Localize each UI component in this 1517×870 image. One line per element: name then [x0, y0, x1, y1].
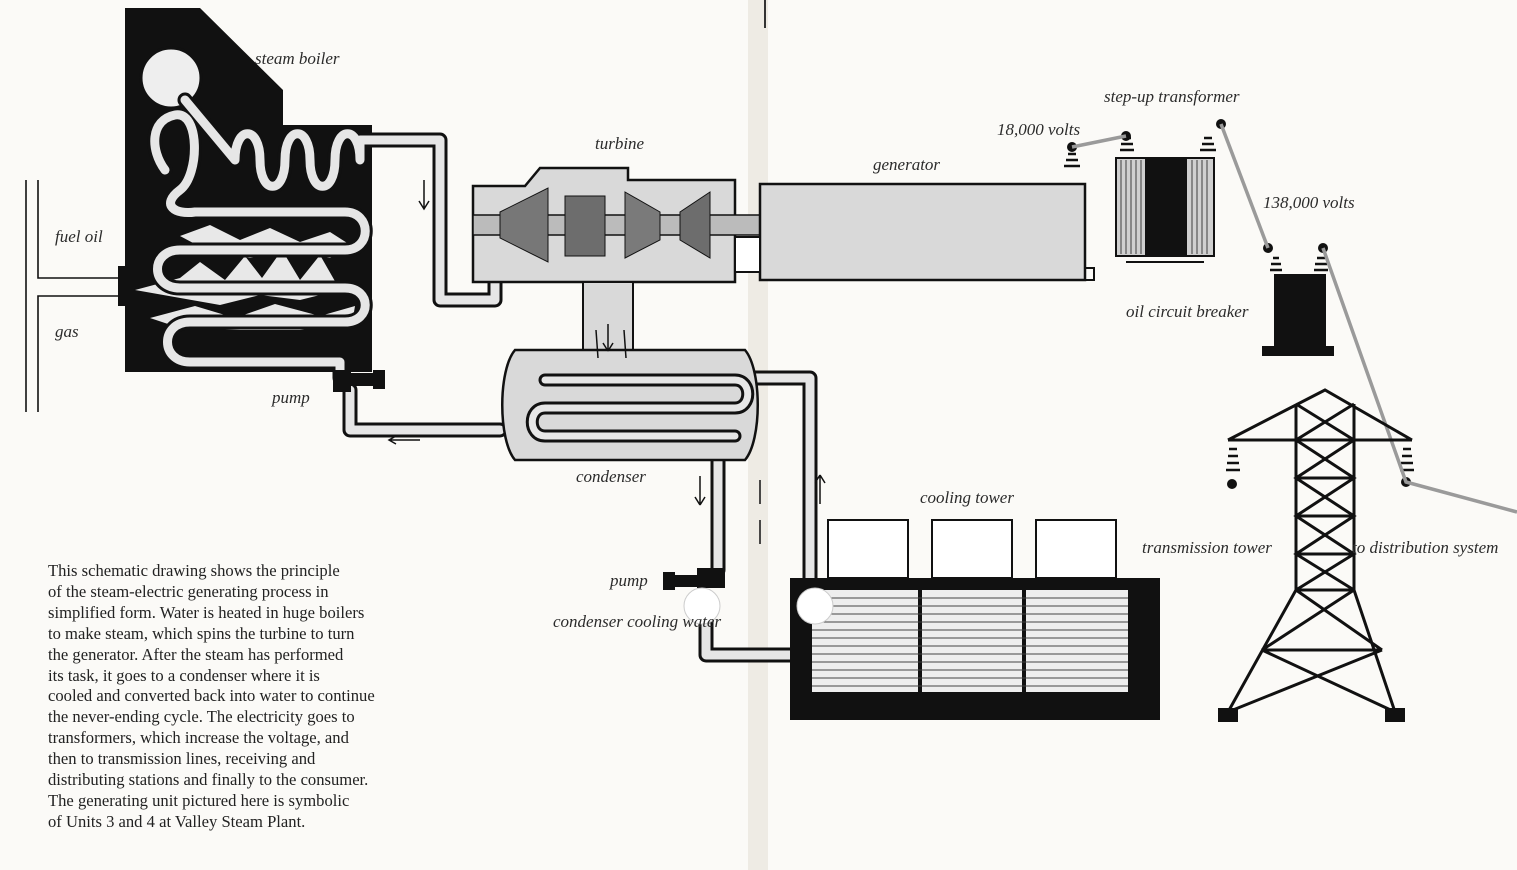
caption-paragraph: This schematic drawing shows the princip… [48, 561, 448, 833]
cooling-water-ball-left [683, 587, 721, 625]
cooling-tower [790, 519, 1160, 720]
caption-line: transformers, which increase the voltage… [48, 728, 349, 748]
pipe-network [147, 92, 818, 663]
caption-line: This schematic drawing shows the princip… [48, 561, 340, 580]
label-turbine: turbine [595, 134, 645, 153]
fuel-pipes [25, 180, 118, 412]
label-generator: generator [873, 155, 941, 174]
caption-line: the never-ending cycle. The electricity … [48, 707, 355, 727]
label-cooling-tower: cooling tower [920, 488, 1014, 507]
cooling-water-ball-right [796, 587, 834, 625]
burner-nozzle [118, 266, 132, 306]
condenser-pump [663, 568, 725, 590]
caption-line: cooled and converted back into water to … [48, 686, 375, 706]
label-pump-boiler: pump [272, 388, 310, 407]
turbine [471, 166, 761, 353]
tower-foot-right [1385, 708, 1405, 722]
caption-line: simplified form. Water is heated in huge… [48, 602, 365, 622]
label-fuel-oil: fuel oil [55, 227, 103, 246]
caption-line: distributing stations and finally to the… [48, 770, 369, 790]
label-gas: gas [55, 322, 79, 341]
label-condenser: condenser [576, 467, 646, 486]
generator [734, 182, 1095, 282]
label-condenser-cooling-water: condenser cooling water [553, 612, 722, 631]
label-steam-boiler: steam boiler [255, 49, 340, 68]
caption-line: then to transmission lines, receiving an… [48, 749, 316, 769]
flow-arrows [387, 180, 826, 544]
label-to-distribution-system: to distribution system [1352, 538, 1499, 557]
caption-line: The generating unit pictured here is sym… [48, 790, 350, 810]
step-up-transformer [1115, 157, 1215, 263]
oil-circuit-breaker [1262, 274, 1334, 356]
caption-line: the generator. After the steam has perfo… [48, 644, 344, 664]
transmission-tower [1226, 388, 1413, 714]
label-138000-volts: 138,000 volts [1263, 193, 1355, 212]
caption-line: to make steam, which spins the turbine t… [48, 623, 355, 643]
label-oil-circuit-breaker: oil circuit breaker [1126, 302, 1249, 321]
transmission-lines [1071, 123, 1517, 514]
caption-line: of the steam-electric generating process… [48, 581, 329, 601]
label-pump-condenser: pump [610, 571, 648, 590]
boiler-pump [333, 370, 385, 392]
label-transmission-tower: transmission tower [1142, 538, 1272, 557]
tower-foot-left [1218, 708, 1238, 722]
label-step-up-transformer: step-up transformer [1104, 87, 1240, 106]
caption-line: its task, it goes to a condenser where i… [48, 665, 320, 685]
label-18000-volts: 18,000 volts [997, 120, 1081, 139]
caption-line: of Units 3 and 4 at Valley Steam Plant. [48, 811, 306, 831]
